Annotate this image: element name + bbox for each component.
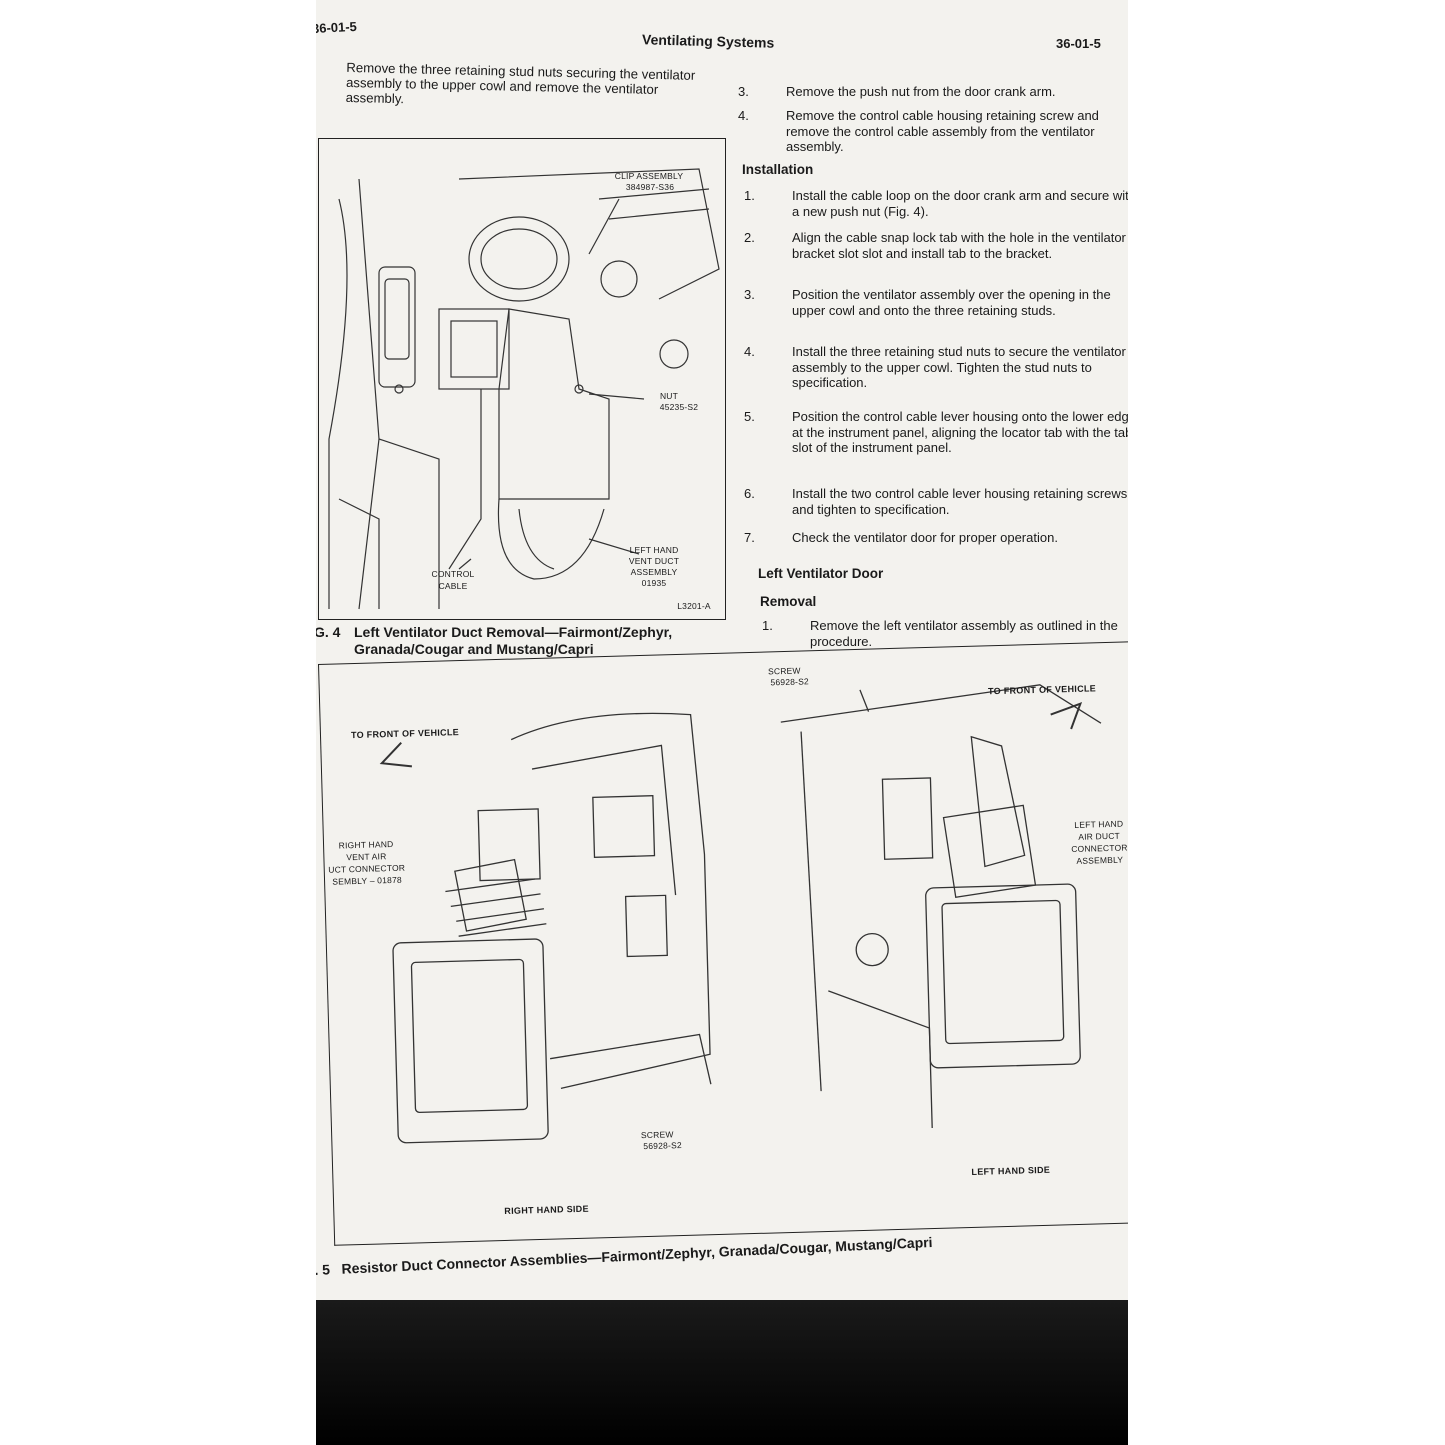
label-lh-3: CONNECTOR: [1071, 842, 1128, 855]
installation-heading: Installation: [742, 162, 814, 177]
page-number-left: 36-01-5: [316, 18, 358, 37]
step-number: 6.: [744, 486, 755, 501]
removal-heading: Removal: [760, 594, 817, 609]
step-text: Install the two control cable lever hous…: [792, 486, 1128, 517]
step-number: 3.: [744, 287, 755, 302]
label-nut: NUT: [659, 391, 679, 401]
label-cable: CABLE: [438, 581, 468, 591]
step-text: Install the cable loop on the door crank…: [792, 188, 1128, 219]
step-number: 5.: [744, 409, 755, 424]
label-screw-bottom-part: 56928-S2: [643, 1140, 682, 1152]
figure-4-caption-number: G. 4: [316, 624, 341, 640]
step-number: 2.: [744, 230, 755, 245]
step-number: 1.: [762, 618, 773, 633]
step-text: Install the three retaining stud nuts to…: [792, 344, 1126, 390]
label-lh-1: LEFT HAND: [1074, 818, 1124, 830]
label-lh-vent-1: LEFT HAND: [629, 545, 679, 555]
left-ventilator-door-heading: Left Ventilator Door: [758, 566, 884, 581]
label-screw-bottom: SCREW: [640, 1129, 674, 1141]
step-number: 4.: [744, 344, 755, 359]
figure-4-caption-line1: Left Ventilator Duct Removal—Fairmont/Ze…: [354, 624, 673, 640]
figure-4-caption-line2: Granada/Cougar and Mustang/Capri: [354, 641, 594, 657]
step-number: 7.: [744, 530, 755, 545]
step-number: 3.: [738, 84, 749, 99]
step-text: Remove the left ventilator assembly as o…: [810, 618, 1118, 649]
label-screw-top-part: 56928-S2: [770, 676, 810, 688]
label-clip-part: 384987-S36: [625, 182, 675, 192]
step-text: Remove the control cable housing retaini…: [786, 108, 1099, 154]
step-text: Check the ventilator door for proper ope…: [792, 530, 1058, 545]
figure-4-frame: CLIP ASSEMBLY 384987-S36 NUT 45235-S2 CO…: [318, 138, 726, 620]
label-nut-part: 45235-S2: [659, 402, 699, 412]
photo-frame: 36-01-5 Ventilating Systems 36-01-5 Remo…: [316, 0, 1128, 1445]
label-lh-vent-2: VENT DUCT: [628, 556, 680, 566]
label-lh-2: AIR DUCT: [1078, 830, 1121, 842]
label-clip-assembly: CLIP ASSEMBLY: [614, 171, 684, 181]
step-text: Remove the push nut from the door crank …: [786, 84, 1056, 99]
step-text: Position the ventilator assembly over th…: [792, 287, 1111, 318]
figure-5-illustration: [379, 684, 1102, 1144]
step-number: 1.: [744, 188, 755, 203]
page-title: Ventilating Systems: [641, 31, 775, 51]
label-screw-top: SCREW: [767, 665, 801, 677]
figure-code: L3201-A: [677, 601, 711, 611]
step-number: 4.: [738, 108, 749, 123]
page-number-right: 36-01-5: [1056, 36, 1101, 51]
step-text: Position the control cable lever housing…: [792, 409, 1128, 455]
figure-4-illustration: [328, 168, 720, 610]
label-lh-vent-3: ASSEMBLY: [630, 567, 678, 577]
figure-5-caption-number: . 5: [316, 1261, 331, 1278]
intro-paragraph: Remove the three retaining stud nuts sec…: [345, 59, 696, 107]
manual-page: 36-01-5 Ventilating Systems 36-01-5 Remo…: [316, 0, 1128, 1360]
figure-5-frame: TO FRONT OF VEHICLE TO FRONT OF VEHICLE …: [318, 641, 1128, 1246]
page-shadow: [316, 1300, 1128, 1445]
label-lh-vent-4: 01935: [641, 578, 667, 588]
step-text: Align the cable snap lock tab with the h…: [792, 230, 1126, 261]
label-lh-4: ASSEMBLY: [1076, 854, 1124, 866]
label-control: CONTROL: [431, 569, 475, 579]
